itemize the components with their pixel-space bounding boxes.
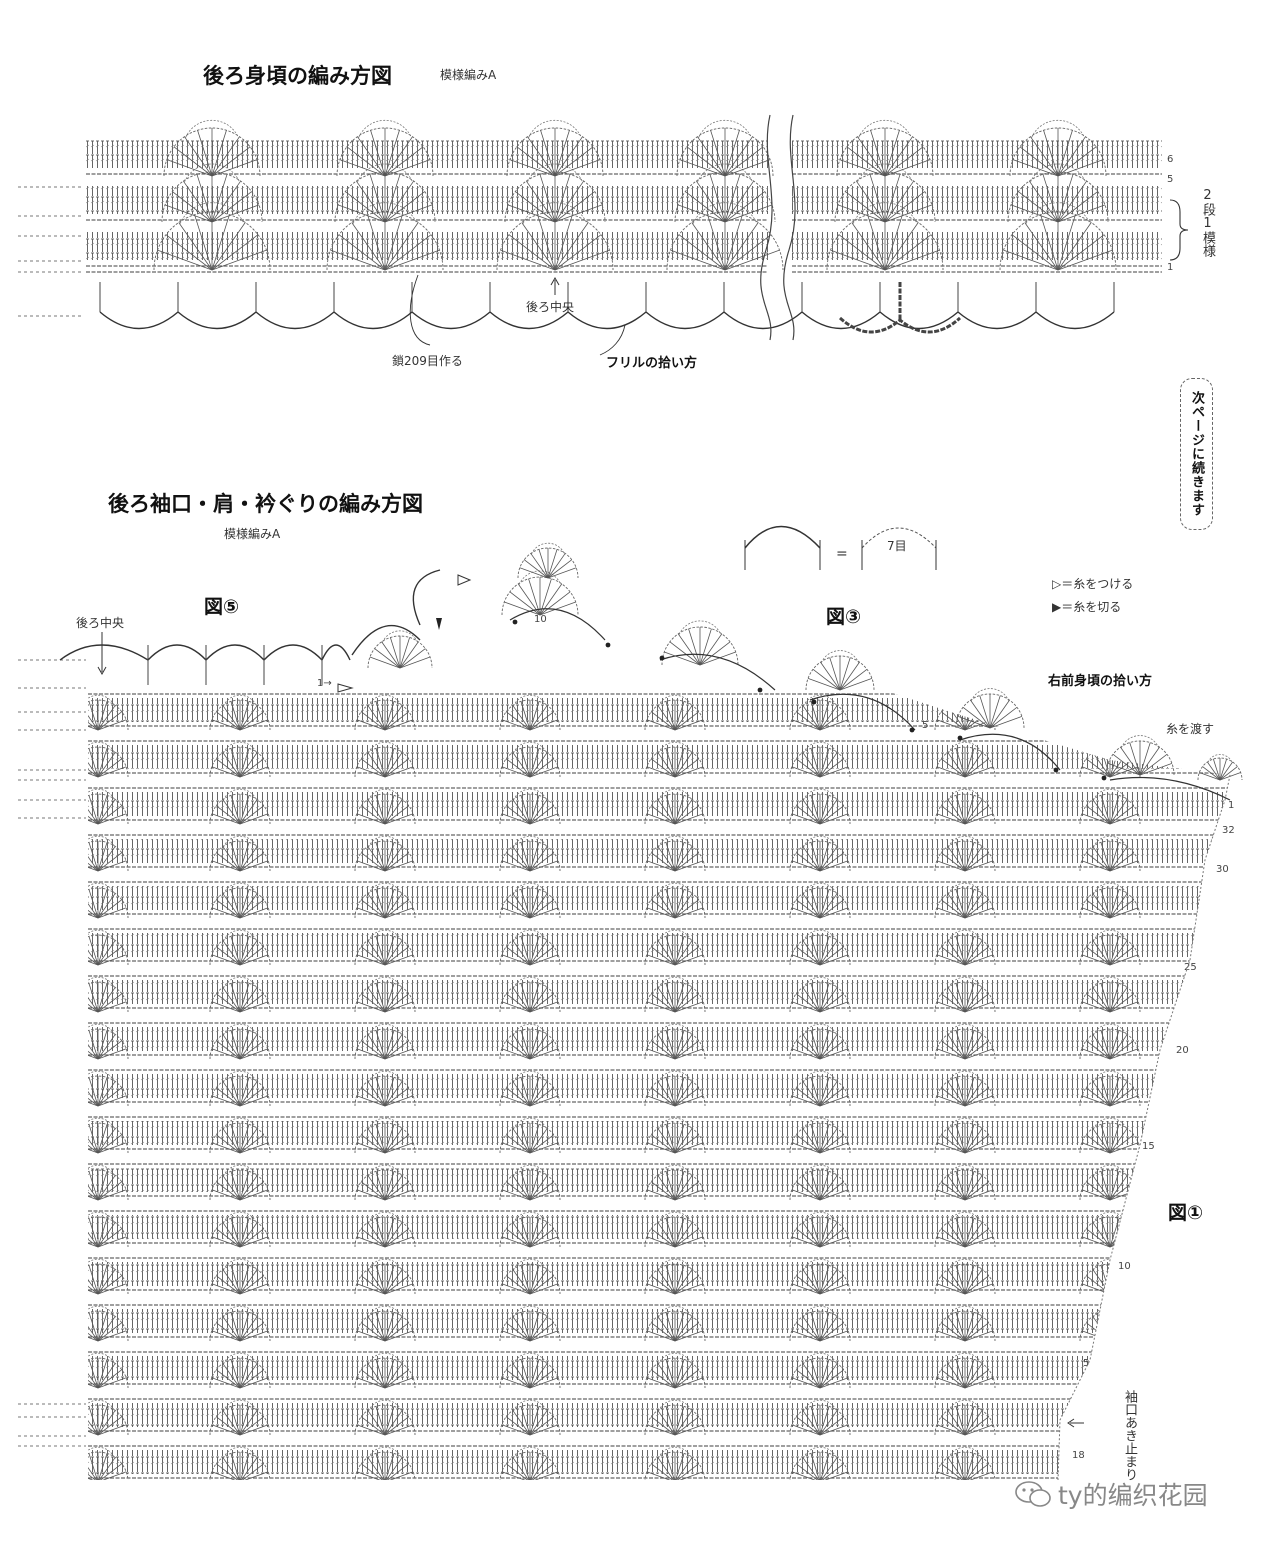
top-subtitle: 模様編みA xyxy=(440,68,497,82)
legend-attach: ▷＝糸をつける xyxy=(1052,577,1134,591)
top-title: 後ろ身頃の編み方図 xyxy=(203,64,392,88)
svg-text:=: = xyxy=(836,546,848,562)
cut-yarn-icon: ▶ xyxy=(1052,600,1062,614)
bottom-subtitle: 模様編みA xyxy=(224,527,281,541)
side-row-18: 18 xyxy=(1072,1450,1085,1461)
top-center-label: 後ろ中央 xyxy=(526,300,575,314)
back-body-chart xyxy=(18,114,1189,356)
cut-yarn-marker xyxy=(436,618,442,630)
chain-count-label: 鎖209目作る xyxy=(392,354,463,368)
figure-1-label: 図① xyxy=(1168,1202,1204,1224)
bottom-title: 後ろ袖口・肩・衿ぐりの編み方図 xyxy=(108,492,423,516)
front-pickup-label: 右前身頃の拾い方 xyxy=(1048,674,1153,689)
watermark-text: ty的编织花园 xyxy=(1058,1481,1208,1510)
side-row-32: 32 xyxy=(1222,825,1235,836)
side-row-30: 30 xyxy=(1216,864,1229,875)
side-row-15: 15 xyxy=(1142,1141,1155,1152)
row-number-1: 1 xyxy=(1167,262,1174,273)
yoke-row-10: 10 xyxy=(534,614,547,625)
equation-count: 7目 xyxy=(887,539,907,553)
watermark: ty的编织花园 xyxy=(1014,1476,1208,1512)
legend-cut: ▶＝糸を切る xyxy=(1052,600,1122,614)
repeat-note: 2段1模様 xyxy=(1200,188,1215,257)
start-marker: 1→ xyxy=(317,678,332,689)
ruffle-label: フリルの拾い方 xyxy=(606,356,698,371)
row-number-5: 5 xyxy=(1167,174,1174,185)
side-row-10: 10 xyxy=(1118,1261,1131,1272)
pass-yarn-label: 糸を渡す xyxy=(1166,722,1215,736)
side-row-20: 20 xyxy=(1176,1045,1189,1056)
attach-yarn-icon: ▷ xyxy=(1052,577,1062,591)
bottom-center-label: 後ろ中央 xyxy=(76,616,125,630)
continue-note: 次ページに続きます xyxy=(1180,378,1213,530)
chat-bubble-icon xyxy=(1015,1481,1051,1507)
side-row-25: 25 xyxy=(1184,962,1197,973)
figure-3-label: 図③ xyxy=(826,606,862,628)
row-number-6: 6 xyxy=(1167,154,1174,165)
sleeve-opening-label: 袖口あき止まり xyxy=(1122,1390,1137,1481)
figure-5-label: 図⑤ xyxy=(204,596,240,618)
side-row-1: 1 xyxy=(1228,800,1235,811)
